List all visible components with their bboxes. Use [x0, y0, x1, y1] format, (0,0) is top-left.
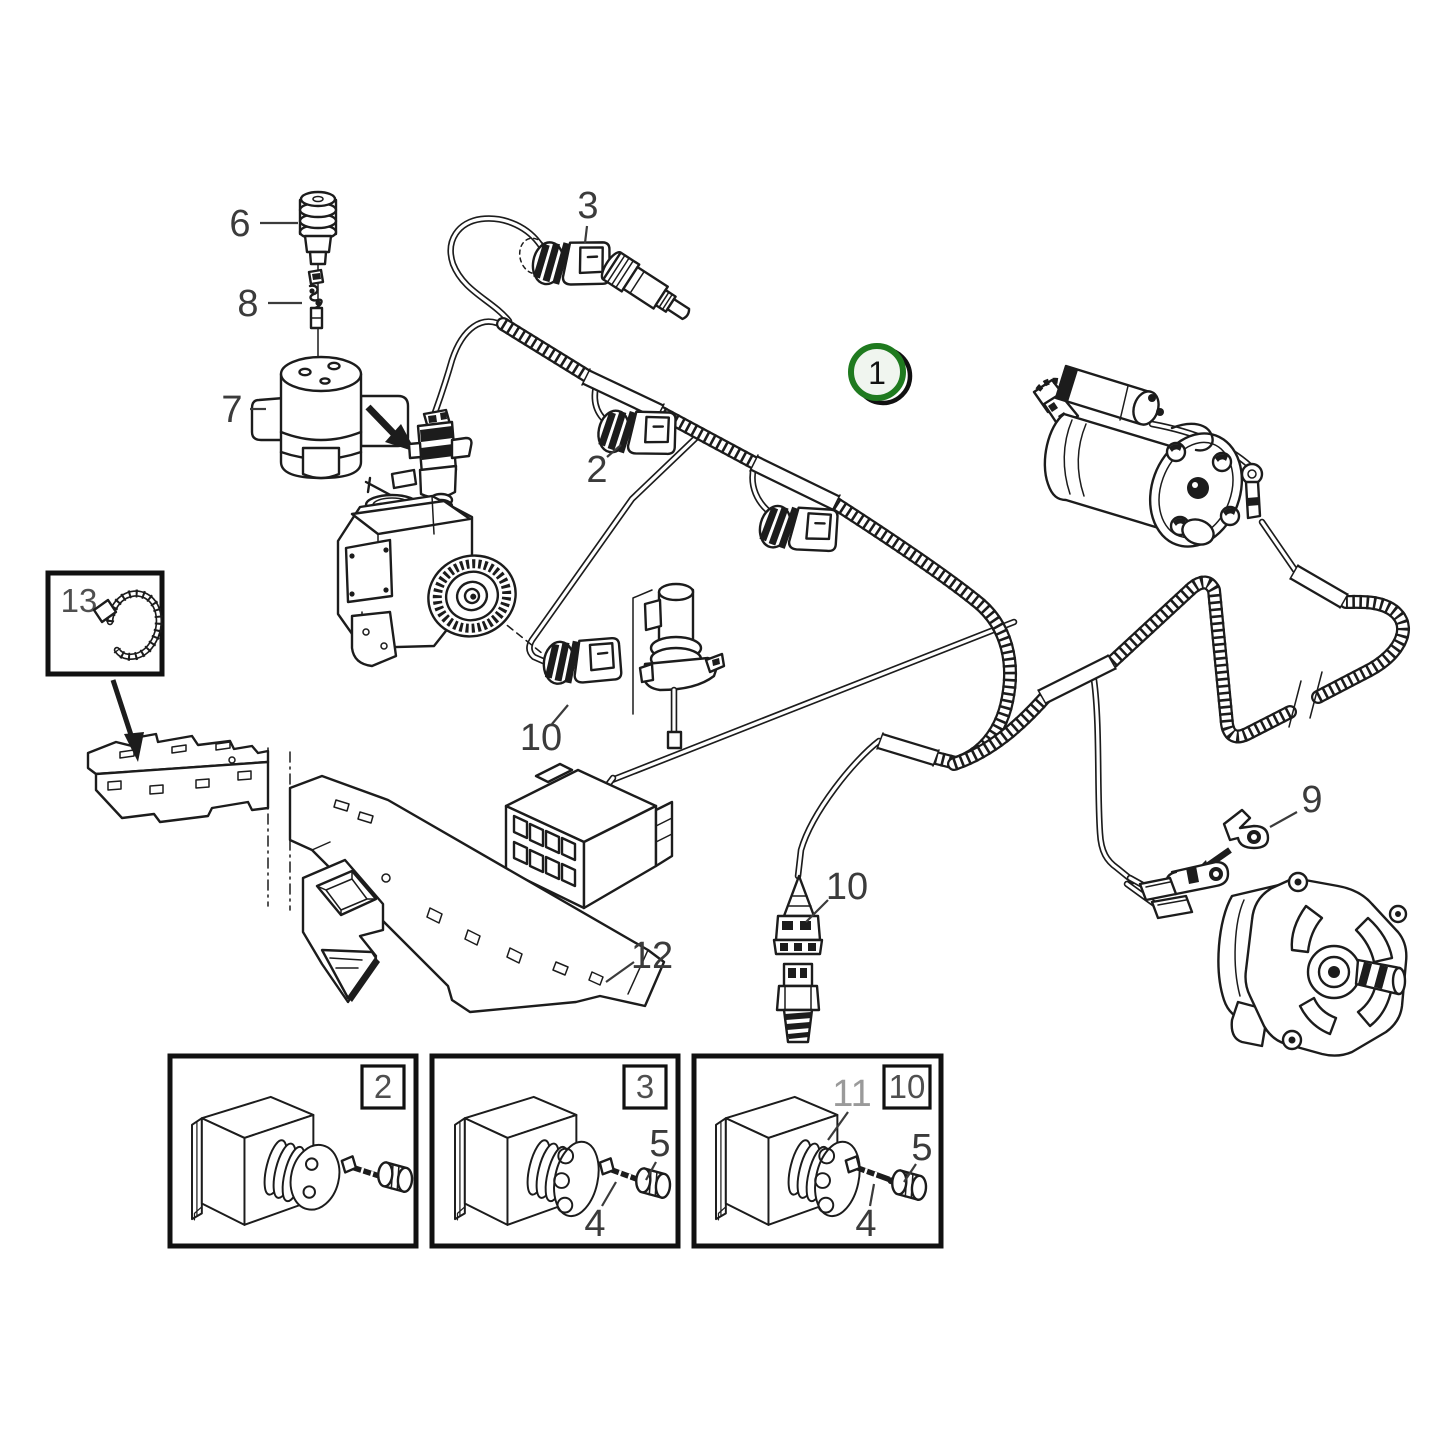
glow-relay-7	[250, 355, 410, 480]
callout-6: 6	[229, 203, 250, 245]
callout-10-mid: 10	[520, 717, 562, 759]
pump-connector-alignment-line	[497, 617, 549, 659]
callout-2: 2	[586, 449, 607, 491]
callout-1: 1	[868, 355, 886, 391]
callout-12: 12	[631, 935, 673, 977]
mounting-bracket-12	[86, 732, 666, 1014]
stop-solenoid-valve	[632, 582, 726, 750]
alternator	[1217, 871, 1408, 1057]
inset-2-label: 2	[374, 1068, 392, 1105]
inset-10-label: 10	[889, 1068, 926, 1105]
harness-right-branch	[947, 575, 1410, 771]
injection-pump	[336, 468, 517, 668]
connector-10-bottom	[772, 874, 824, 956]
contact-pin-8	[307, 268, 325, 330]
inset-box-3: 3 5 4	[429, 1053, 681, 1249]
callout-13: 13	[61, 582, 98, 619]
ring-terminal	[1240, 462, 1264, 520]
harness-break-mark	[1288, 671, 1323, 728]
harness-callout-1: 1	[848, 343, 913, 406]
inset-10-callout-11: 11	[832, 1073, 871, 1115]
callout-9: 9	[1301, 779, 1322, 821]
oil-pressure-sensor-10	[775, 962, 821, 1044]
terminal-9	[1138, 808, 1270, 920]
inset-10-callout-4: 4	[855, 1203, 876, 1245]
inset-box-10: 10 11 5 4	[691, 1053, 944, 1249]
inset-box-13: 13	[45, 570, 165, 762]
speed-sensor	[407, 408, 473, 499]
connector-10-mid	[542, 631, 625, 690]
inset-10-callout-5: 5	[911, 1127, 932, 1169]
inset-3-callout-4: 4	[584, 1203, 605, 1245]
harness-main-trunk	[496, 317, 1018, 771]
connector-3	[518, 231, 616, 295]
callout-3: 3	[577, 185, 598, 227]
callout-8: 8	[237, 283, 258, 325]
harness-sleeves	[581, 368, 1349, 767]
inset-3-callout-5: 5	[649, 1123, 670, 1165]
callout-10-bottom: 10	[826, 866, 868, 908]
starter-motor	[1032, 364, 1244, 548]
callout-labels: 6 8 7 3 2 10 10 12 9	[221, 185, 1323, 983]
inset-box-2: 2	[167, 1053, 419, 1249]
callout-7: 7	[221, 389, 242, 431]
relay-connector-block	[504, 762, 674, 910]
inset-3-label: 3	[636, 1068, 654, 1105]
temperature-sensor-3	[600, 250, 691, 321]
